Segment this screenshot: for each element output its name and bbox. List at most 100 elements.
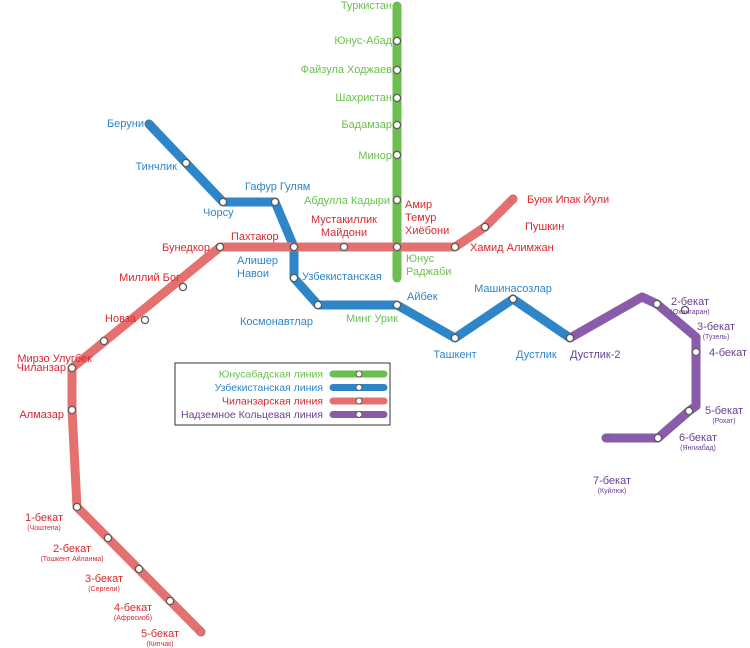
purple-station-marker[interactable] bbox=[653, 433, 663, 443]
red-station-marker[interactable] bbox=[215, 242, 225, 252]
red-station-label: Миллий Бог bbox=[119, 272, 180, 284]
red-station-label: 3-бекат bbox=[85, 573, 123, 585]
red-station-marker[interactable] bbox=[134, 564, 144, 574]
purple-station-sublabel: (Тузель) bbox=[703, 334, 730, 341]
green-station-label: Абдулла Кадыри bbox=[304, 195, 390, 207]
green-station-label: Шахристан bbox=[335, 92, 392, 104]
blue-station-label: Гафур Гулям bbox=[245, 181, 310, 193]
green-station-marker[interactable] bbox=[392, 195, 402, 205]
purple-station-marker[interactable] bbox=[684, 406, 694, 416]
red-station-marker[interactable] bbox=[165, 596, 175, 606]
blue-station-label: Беруни bbox=[107, 118, 144, 130]
purple-station-marker[interactable] bbox=[565, 333, 575, 343]
red-station-marker[interactable] bbox=[392, 242, 402, 252]
blue-station-marker[interactable] bbox=[450, 333, 460, 343]
purple-station-label: 2-бекат bbox=[671, 296, 709, 308]
red-station-marker[interactable] bbox=[339, 242, 349, 252]
purple-station-label: Дустлик-2 bbox=[570, 349, 621, 361]
purple-station-marker[interactable] bbox=[680, 305, 690, 315]
red-station-marker[interactable] bbox=[103, 533, 113, 543]
line-terminus-dot bbox=[393, 2, 401, 10]
green-station-label: Бадамзар bbox=[341, 119, 392, 131]
blue-station-marker[interactable] bbox=[313, 300, 323, 310]
red-station-marker[interactable] bbox=[289, 242, 299, 252]
green-station-marker[interactable] bbox=[392, 150, 402, 160]
legend-station-marker bbox=[355, 397, 363, 405]
blue-station-marker[interactable] bbox=[181, 158, 191, 168]
red-station-label: Алмазар bbox=[19, 409, 64, 421]
purple-station-sublabel: (Куйлюк) bbox=[598, 487, 627, 495]
green-station-label: Файзула Ходжаев bbox=[301, 64, 392, 76]
green-station-label: Минг Урик bbox=[346, 313, 398, 325]
route-lines bbox=[67, 1, 701, 637]
red-station-marker[interactable] bbox=[480, 222, 490, 232]
green-station-marker[interactable] bbox=[392, 120, 402, 130]
blue-station-label: Дустлик bbox=[516, 349, 557, 361]
red-station-marker[interactable] bbox=[99, 336, 109, 346]
red-station-label: Пушкин bbox=[525, 221, 564, 233]
red-station-sublabel: (Чоштепа) bbox=[27, 525, 61, 532]
red-station-label: 5-бекат bbox=[141, 628, 179, 640]
red-station-label: Хамид Алимжан bbox=[470, 242, 554, 254]
red-station-label: Бунедкор bbox=[162, 242, 210, 254]
blue-station-marker[interactable] bbox=[218, 197, 228, 207]
blue-station-label: Машинасозлар bbox=[474, 283, 552, 295]
red-station-label: Чиланзар bbox=[17, 362, 66, 374]
purple-station-label: 5-бекат bbox=[705, 405, 743, 417]
blue-line-route bbox=[144, 119, 575, 343]
legend-station-marker bbox=[355, 384, 363, 391]
red-station-sublabel: (Афросиоб) bbox=[114, 614, 152, 622]
red-station-marker[interactable] bbox=[67, 405, 77, 415]
green-station-label: Юнус-Абад bbox=[334, 35, 392, 47]
red-station-marker[interactable] bbox=[72, 502, 82, 512]
line-terminus-dot bbox=[602, 434, 610, 442]
red-station-label: Мирзо Улугбек bbox=[17, 353, 92, 365]
line-terminus-dot bbox=[197, 628, 205, 636]
red-station-marker[interactable] bbox=[67, 363, 77, 373]
red-station-marker[interactable] bbox=[140, 315, 150, 325]
red-station-label: 2-бекат bbox=[53, 543, 91, 555]
green-station-label: Минор bbox=[358, 150, 392, 162]
blue-station-label: Айбек bbox=[407, 291, 438, 303]
blue-station-marker[interactable] bbox=[270, 197, 280, 207]
blue-station-marker[interactable] bbox=[508, 294, 518, 304]
legend-item-label: Надземное Кольцевая линия bbox=[181, 409, 323, 421]
blue-station-label: Чорсу bbox=[203, 207, 234, 219]
blue-station-label: Космонавтлар bbox=[240, 316, 313, 328]
red-station-label: Буюк Ипак Йули bbox=[527, 193, 609, 206]
legend-item-label: Чиланзарская линия bbox=[222, 396, 323, 408]
red-station-sublabel: (Тошкент Айланма) bbox=[40, 555, 103, 563]
green-station-label: Туркистан bbox=[341, 0, 392, 12]
legend-item-label: Юнусабадская линия bbox=[219, 369, 323, 381]
line-terminus-dot bbox=[145, 120, 153, 128]
green-station-marker[interactable] bbox=[392, 36, 402, 46]
red-station-label: Пахтакор bbox=[231, 231, 279, 243]
red-station-sublabel: (Сергели) bbox=[88, 586, 120, 593]
green-station-marker[interactable] bbox=[392, 93, 402, 103]
legend-station-marker bbox=[355, 411, 363, 418]
purple-station-sublabel: (Янгиабад) bbox=[680, 444, 716, 452]
green-station-marker[interactable] bbox=[392, 65, 402, 75]
red-station-marker[interactable] bbox=[178, 282, 188, 292]
blue-station-label: Ташкент bbox=[433, 349, 476, 361]
purple-station-label: 4-бекат bbox=[709, 347, 747, 359]
purple-station-marker[interactable] bbox=[652, 299, 662, 309]
red-station-marker[interactable] bbox=[450, 242, 460, 252]
station-markers bbox=[67, 2, 701, 637]
red-station-sublabel: (Кипчак) bbox=[146, 641, 173, 648]
purple-station-marker[interactable] bbox=[691, 347, 701, 357]
purple-station-label: 6-бекат bbox=[679, 432, 717, 444]
purple-station-sublabel: (Рохат) bbox=[712, 418, 735, 425]
red-line-route bbox=[67, 194, 518, 637]
blue-station-marker[interactable] bbox=[392, 300, 402, 310]
purple-station-sublabel: (Охангаран) bbox=[670, 309, 709, 316]
blue-station-label: Тинчлик bbox=[135, 161, 177, 173]
purple-line-route bbox=[565, 292, 701, 443]
blue-station-marker[interactable] bbox=[289, 273, 299, 283]
